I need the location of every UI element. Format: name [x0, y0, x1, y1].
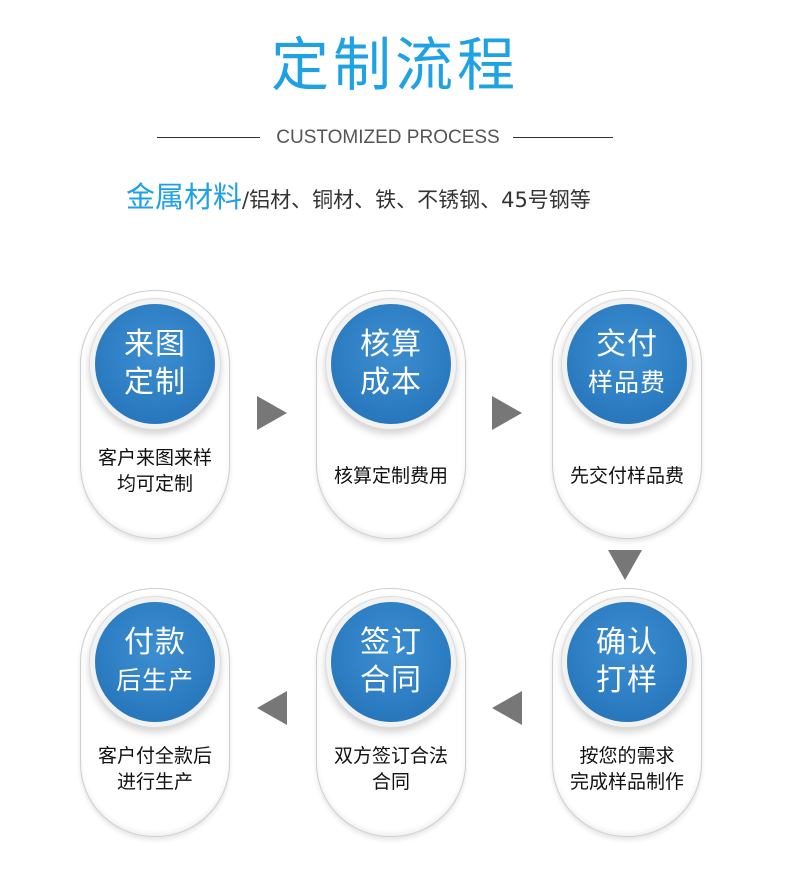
material-label: 金属材料	[126, 180, 243, 214]
step-desc-5: 双方签订合法 合同	[317, 743, 465, 795]
page-title: 定制流程	[270, 31, 519, 99]
arrow-left-icon	[492, 691, 522, 725]
step-circle-1: 来图 定制	[95, 304, 215, 424]
step-circle-2: 核算 成本	[331, 304, 451, 424]
step-card-4: 确认 打样 按您的需求 完成样品制作	[552, 588, 702, 837]
divider-left	[157, 137, 260, 138]
arrow-right-icon	[492, 396, 522, 430]
step-title-line1: 交付	[596, 327, 658, 362]
step-card-2: 核算 成本 核算定制费用	[316, 290, 466, 539]
arrow-right-icon	[257, 396, 287, 430]
step-title-line1: 核算	[360, 327, 422, 362]
subtitle: CUSTOMIZED PROCESS	[276, 127, 500, 148]
step-card-1: 来图 定制 客户来图来样 均可定制	[80, 290, 230, 539]
step-title-line2: 后生产	[115, 666, 194, 695]
step-circle-5: 签订 合同	[331, 602, 451, 722]
step-card-3: 交付 样品费 先交付样品费	[552, 290, 702, 539]
step-desc-line1: 核算定制费用	[333, 465, 448, 487]
subtitle-row: CUSTOMIZED PROCESS	[0, 124, 790, 152]
step-desc-line1: 按您的需求	[579, 745, 675, 767]
step-title-line1: 付款	[124, 625, 186, 660]
step-desc-line1: 客户来图来样	[97, 447, 212, 469]
step-card-5: 签订 合同 双方签订合法 合同	[316, 588, 466, 837]
step-desc-line1: 先交付样品费	[569, 465, 684, 487]
step-desc-4: 按您的需求 完成样品制作	[553, 743, 701, 795]
arrow-left-icon	[257, 691, 287, 725]
step-title-line1: 来图	[124, 327, 186, 362]
step-desc-2: 核算定制费用	[317, 463, 465, 489]
step-desc-line1: 客户付全款后	[97, 745, 212, 767]
step-desc-6: 客户付全款后 进行生产	[81, 743, 229, 795]
step-desc-line2: 完成样品制作	[569, 771, 684, 793]
step-title-line1: 确认	[596, 625, 658, 660]
step-card-6: 付款 后生产 客户付全款后 进行生产	[80, 588, 230, 837]
step-title-line2: 打样	[596, 663, 658, 698]
step-title-line1: 签订	[360, 625, 422, 660]
step-title-line2: 样品费	[587, 368, 666, 397]
step-desc-3: 先交付样品费	[553, 463, 701, 489]
step-desc-line2: 合同	[371, 771, 410, 793]
divider-right	[513, 137, 613, 138]
step-circle-4: 确认 打样	[567, 602, 687, 722]
material-line: 金属材料/铝材、铜材、铁、不锈钢、45号钢等	[126, 174, 591, 214]
step-title-line2: 定制	[124, 365, 186, 400]
step-desc-line2: 进行生产	[116, 771, 193, 793]
step-desc-line1: 双方签订合法	[333, 745, 448, 767]
step-title-line2: 成本	[360, 365, 422, 400]
arrow-down-icon	[608, 550, 642, 580]
material-detail: /铝材、铜材、铁、不锈钢、45号钢等	[242, 188, 591, 212]
step-circle-3: 交付 样品费	[567, 304, 687, 424]
step-desc-line2: 均可定制	[116, 473, 193, 495]
step-title-line2: 合同	[360, 663, 422, 698]
step-desc-1: 客户来图来样 均可定制	[81, 445, 229, 497]
step-circle-6: 付款 后生产	[95, 602, 215, 722]
